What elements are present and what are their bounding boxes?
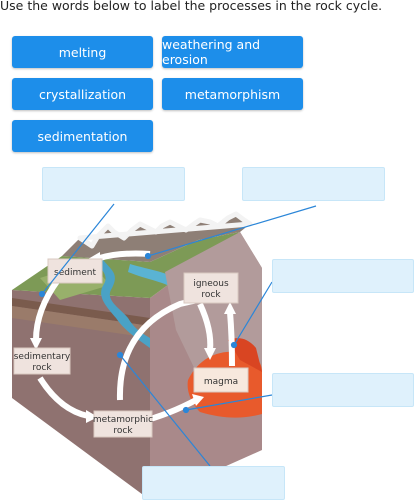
leader-dot xyxy=(144,252,152,260)
drop-target-4[interactable] xyxy=(272,373,414,407)
word-chip-crystallization[interactable]: crystallization xyxy=(12,78,153,110)
arrow-to-metamorphic xyxy=(37,376,89,419)
drop-target-1[interactable] xyxy=(42,167,185,201)
leader-line-sedimentation xyxy=(41,203,115,295)
label-box-sedimentary-rock xyxy=(13,347,71,375)
label-igneous-line1: igneous xyxy=(193,279,229,289)
label-metamorphic-line2: rock xyxy=(113,426,133,436)
arrow-head xyxy=(192,394,204,406)
leader-dot xyxy=(182,406,190,414)
drop-target-2[interactable] xyxy=(242,167,385,201)
arrow-weathering xyxy=(99,250,151,261)
leader-line-weathering xyxy=(147,205,317,257)
label-sediment: sediment xyxy=(54,268,96,278)
leader-dot xyxy=(38,290,46,298)
leader-line-metamorphism xyxy=(185,394,273,411)
arrow-sedimentation xyxy=(33,278,61,341)
label-metamorphic-line1: metamorphic xyxy=(93,415,153,425)
block-left-face xyxy=(12,290,150,500)
leader-line-melting xyxy=(119,354,211,467)
label-magma: magma xyxy=(204,377,238,387)
word-chip-metamorphism[interactable]: metamorphism xyxy=(162,78,303,110)
word-chip-weathering-and-erosion[interactable]: weathering and erosion xyxy=(162,36,303,68)
leader-lines xyxy=(38,203,317,467)
arrow-head xyxy=(224,302,236,314)
word-chip-melting[interactable]: melting xyxy=(12,36,153,68)
instructions: Use the words below to label the process… xyxy=(0,0,383,13)
label-box-magma xyxy=(193,367,249,393)
label-box-metamorphic-rock xyxy=(93,410,153,438)
drop-target-3[interactable] xyxy=(272,259,414,293)
label-sedimentary-line1: sedimentary xyxy=(14,352,71,362)
snow-caps xyxy=(77,211,253,249)
strata-layer xyxy=(12,306,150,338)
arrow-crystallization xyxy=(227,311,235,367)
lake xyxy=(128,264,180,290)
leader-dot xyxy=(230,341,238,349)
label-igneous-line2: rock xyxy=(201,290,221,300)
river xyxy=(90,256,150,348)
arrow-head xyxy=(204,348,216,360)
arrow-melting xyxy=(197,302,214,351)
label-sedimentary-line2: rock xyxy=(32,363,52,373)
leader-dot xyxy=(116,351,124,359)
word-chip-sedimentation[interactable]: sedimentation xyxy=(12,120,153,152)
label-box-igneous-rock xyxy=(183,272,239,304)
arrow-head xyxy=(30,338,42,350)
drop-target-5[interactable] xyxy=(142,466,285,500)
label-box-sediment xyxy=(47,258,103,284)
leader-line-crystallization xyxy=(233,281,273,346)
arrow-head xyxy=(86,410,98,423)
